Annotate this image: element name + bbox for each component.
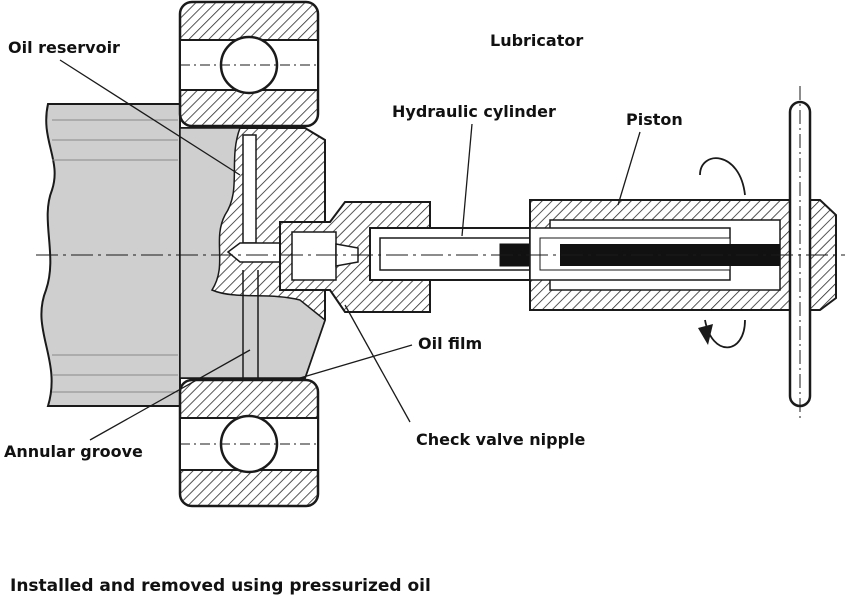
label-hydraulic-cylinder: Hydraulic cylinder — [392, 102, 556, 121]
bearing-bottom — [178, 378, 320, 508]
diagram-caption: Installed and removed using pressurized … — [10, 576, 431, 596]
label-lubricator: Lubricator — [490, 31, 584, 50]
label-piston: Piston — [626, 110, 683, 129]
leader-lines — [59, 59, 641, 441]
label-annular-groove: Annular groove — [4, 442, 143, 461]
lubricator-handle — [698, 86, 812, 420]
inner-ring-section — [179, 127, 326, 379]
label-oil-film: Oil film — [418, 334, 483, 353]
label-oil-reservoir: Oil reservoir — [8, 38, 120, 57]
bearing-top — [178, 0, 320, 128]
label-check-valve-nipple: Check valve nipple — [416, 430, 586, 449]
